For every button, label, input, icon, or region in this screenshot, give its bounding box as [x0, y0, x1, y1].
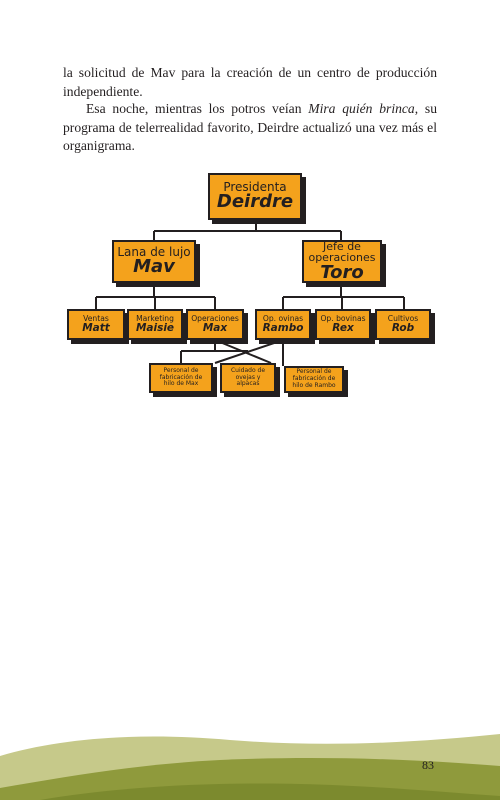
node-crops-name: Rob	[391, 321, 415, 334]
node-crops: Cultivos Rob	[375, 309, 431, 340]
node-operations: Operaciones Max	[186, 309, 244, 340]
node-president: Presidenta Deirdre	[208, 173, 302, 220]
node-marketing-role: Marketing	[136, 314, 174, 323]
node-crops-role: Cultivos	[387, 314, 419, 323]
paragraph-2-end: , su programa de telerrealidad favorito,…	[63, 101, 438, 153]
page-number: 83	[422, 758, 434, 772]
node-rambo-yarn-staff: Personal de fabricación de hilo de Rambo	[284, 366, 344, 393]
node-operations-chief: Jefe de operaciones Toro	[302, 240, 382, 283]
node-sales-role: Ventas	[83, 314, 109, 323]
node-luxury-wool-name: Mav	[133, 256, 175, 278]
decorative-hills	[0, 734, 500, 800]
node-sheep-alpaca-care-role: Cuidado de ovejas y alpacas	[230, 366, 266, 388]
node-sheep-ops-name: Rambo	[262, 321, 304, 334]
paragraph-2: Esa noche, mientras los potros veían Mir…	[63, 100, 437, 156]
node-operations-name: Max	[202, 321, 228, 334]
node-sales-name: Matt	[82, 321, 110, 334]
node-operations-chief-name: Toro	[320, 261, 364, 283]
node-operations-chief-role: Jefe de operaciones	[308, 239, 376, 265]
node-sales: Ventas Matt	[67, 309, 125, 340]
node-max-yarn-staff-role: Personal de fabricación de hilo de Max	[159, 366, 203, 388]
node-president-name: Deirdre	[216, 191, 294, 213]
node-marketing: Marketing Maisie	[127, 309, 183, 340]
paragraph-1: la solicitud de Mav para la creación de …	[63, 65, 437, 99]
node-luxury-wool: Lana de lujo Mav	[112, 240, 196, 283]
node-luxury-wool-role: Lana de lujo	[117, 244, 191, 259]
node-cattle-ops-role: Op. bovinas	[320, 314, 366, 323]
node-rambo-yarn-staff-role: Personal de fabricación de hilo de Rambo	[292, 368, 336, 389]
node-max-yarn-staff: Personal de fabricación de hilo de Max	[149, 363, 213, 393]
node-marketing-name: Maisie	[135, 321, 175, 334]
paragraph-2-start: Esa noche, mientras los potros veían	[86, 101, 309, 116]
node-cattle-ops-name: Rex	[332, 321, 354, 334]
node-president-role: Presidenta	[223, 179, 287, 194]
node-sheep-alpaca-care: Cuidado de ovejas y alpacas	[220, 363, 276, 393]
node-sheep-ops: Op. ovinas Rambo	[255, 309, 311, 340]
tv-show-title: Mira quién brinca	[308, 101, 415, 116]
node-cattle-ops: Op. bovinas Rex	[315, 309, 371, 340]
node-sheep-ops-role: Op. ovinas	[262, 314, 304, 323]
node-operations-role: Operaciones	[191, 314, 239, 323]
